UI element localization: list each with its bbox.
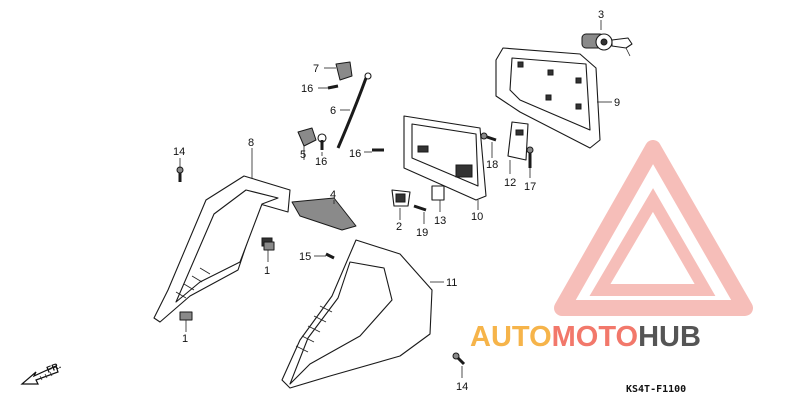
leader-lines	[179, 20, 612, 378]
part-4-bracket	[291, 197, 357, 231]
callout-19: 19	[416, 227, 428, 239]
watermark-logo	[554, 140, 753, 316]
callout-1-lower: 1	[182, 333, 188, 345]
part-18-bolt	[480, 132, 497, 142]
front-direction-label: FR.	[45, 360, 62, 375]
part-17-screw	[526, 146, 534, 168]
callout-17: 17	[524, 181, 536, 193]
part-10-rear-panel	[403, 115, 487, 201]
callout-16-middle: 16	[315, 156, 327, 168]
callout-18: 18	[486, 159, 498, 171]
callout-7: 7	[313, 63, 319, 75]
callout-1-upper: 1	[264, 265, 270, 277]
callout-5: 5	[300, 149, 306, 161]
callout-15: 15	[299, 251, 311, 263]
callout-9: 9	[614, 97, 620, 109]
watermark-brand: AUTOMOTOHUB	[470, 321, 701, 353]
front-arrow-icon	[20, 365, 59, 385]
callout-4: 4	[330, 189, 336, 201]
callout-11: 11	[446, 277, 457, 289]
callout-14-lower: 14	[456, 381, 468, 393]
brand-word-auto: AUTO	[470, 321, 552, 353]
diagram-code: KS4T-F1100	[626, 384, 686, 395]
callout-10: 10	[471, 211, 483, 223]
part-15-bolt	[325, 252, 335, 260]
part-14-bolt-lower	[452, 352, 466, 366]
part-11-center-cover	[281, 239, 433, 389]
callout-6: 6	[330, 105, 336, 117]
callout-16-right: 16	[349, 148, 361, 160]
part-2-clip	[391, 189, 411, 207]
part-13-nut	[431, 185, 445, 201]
callout-3: 3	[598, 9, 604, 21]
part-7-clip	[335, 61, 353, 81]
callout-13: 13	[434, 215, 446, 227]
callout-12: 12	[504, 177, 516, 189]
part-9-carrier	[495, 47, 601, 149]
callout-2: 2	[396, 221, 402, 233]
brand-word-moto: MOTO	[552, 321, 638, 353]
part-6-cable	[336, 72, 372, 149]
part-14-bolt-upper	[176, 166, 184, 182]
brand-word-hub: HUB	[638, 321, 701, 353]
svg-text:AUTOMOTOHUB: AUTOMOTOHUB	[470, 321, 701, 353]
part-3-key-lock	[581, 33, 633, 57]
callout-16-upper: 16	[301, 83, 313, 95]
part-8-side-cover	[153, 175, 291, 323]
part-12-bracket	[507, 121, 529, 161]
part-1-grommet-lower	[179, 311, 193, 321]
part-19-screw	[413, 204, 427, 212]
part-5-latch	[297, 127, 327, 147]
part-16-screws	[320, 84, 384, 152]
callout-8: 8	[248, 137, 254, 149]
part-1-grommet-upper	[263, 241, 275, 251]
callout-14-upper: 14	[173, 146, 185, 158]
